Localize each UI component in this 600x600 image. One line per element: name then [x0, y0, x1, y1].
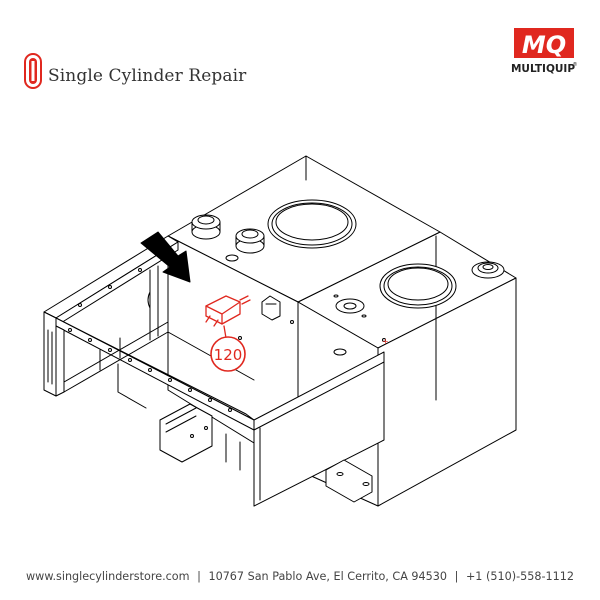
part-120-breaker[interactable] [205, 295, 251, 327]
footer-separator: | [197, 570, 201, 583]
callout-number: 120 [214, 346, 243, 364]
single-cylinder-logo-icon [24, 53, 42, 89]
footer-address: 10767 San Pablo Ave, El Cerrito, CA 9453… [208, 570, 448, 583]
multiquip-logo: MQ MULTIQUIP ® [511, 28, 578, 75]
multiquip-wordmark: MULTIQUIP [511, 63, 575, 75]
red-marker: + [382, 337, 389, 346]
footer: www.singlecylinderstore.com | 10767 San … [0, 570, 600, 583]
mq-logo-text: MQ [522, 31, 566, 59]
brand-name: Single Cylinder Repair [48, 66, 247, 86]
footer-phone[interactable]: +1 (510)-558-1112 [465, 570, 574, 583]
footer-website-link[interactable]: www.singlecylinderstore.com [26, 570, 190, 583]
callout-120[interactable]: 120 [210, 325, 246, 372]
frame [43, 235, 385, 507]
registered-mark: ® [573, 61, 578, 68]
header: Single Cylinder Repair MQ MULTIQUIP ® [0, 0, 600, 100]
footer-separator: | [454, 570, 459, 583]
parts-diagram: 120 + [43, 155, 517, 507]
pointer-arrow [140, 231, 191, 283]
